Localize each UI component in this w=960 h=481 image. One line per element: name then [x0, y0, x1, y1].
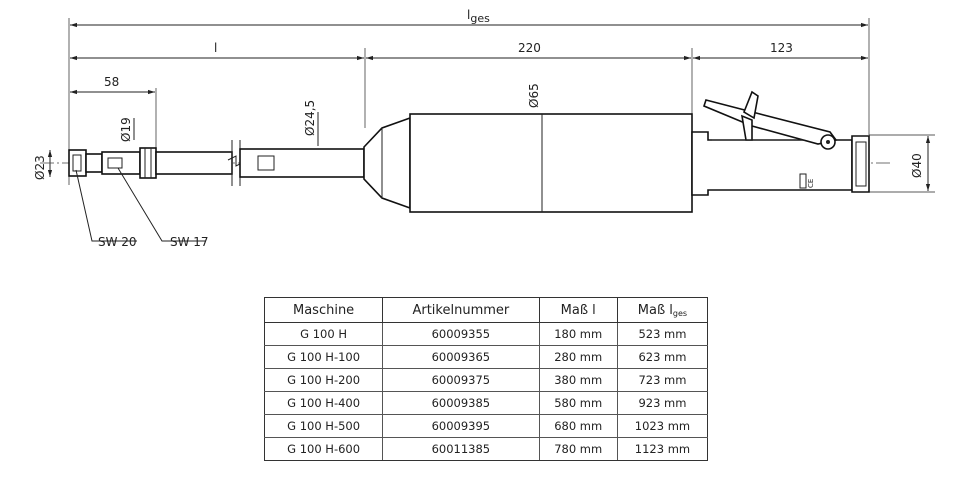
cell-machine: G 100 H-400 [263, 391, 384, 415]
cell-article: 60009355 [382, 322, 540, 346]
header-mass-l: Maß l [538, 297, 618, 323]
cell-l: 280 mm [538, 345, 618, 369]
dim-collet-length: 58 [104, 75, 119, 89]
label-sw20: SW 20 [98, 235, 137, 249]
cell-machine: G 100 H-500 [263, 414, 384, 438]
cell-l: 580 mm [538, 391, 618, 415]
cell-machine: G 100 H-100 [263, 345, 384, 369]
table-row: G 100 H 60009355 180 mm 523 mm [263, 322, 709, 346]
table-row: G 100 H-100 60009365 280 mm 623 mm [263, 345, 709, 369]
dim-dia-23: Ø23 [33, 155, 47, 180]
dim-body-length: 220 [518, 41, 541, 55]
table-row: G 100 H-500 60009395 680 mm 1023 mm [263, 414, 709, 438]
cell-article: 60009385 [382, 391, 540, 415]
cell-lges: 523 mm [616, 322, 709, 346]
label-sw17: SW 17 [170, 235, 209, 249]
dim-total-length: lges [467, 8, 490, 25]
cell-lges: 623 mm [616, 345, 709, 369]
cell-lges: 1123 mm [616, 437, 709, 461]
cell-machine: G 100 H-600 [263, 437, 384, 461]
dim-dia-65: Ø65 [527, 83, 541, 108]
cell-l: 780 mm [538, 437, 618, 461]
leader-lines [75, 167, 205, 242]
table-row: G 100 H-400 60009385 580 mm 923 mm [263, 391, 709, 415]
dim-shaft-length: l [214, 41, 217, 55]
cell-lges: 1023 mm [616, 414, 709, 438]
header-article: Artikelnummer [382, 297, 540, 323]
cell-l: 180 mm [538, 322, 618, 346]
header-machine: Maschine [263, 297, 384, 323]
dim-dia-24-5: Ø24,5 [303, 100, 317, 136]
cell-l: 380 mm [538, 368, 618, 392]
spec-table: Maschine Artikelnummer Maß l Maß lges G … [263, 297, 709, 461]
cell-article: 60009395 [382, 414, 540, 438]
cell-l: 680 mm [538, 414, 618, 438]
cell-lges: 923 mm [616, 391, 709, 415]
table-header-row: Maschine Artikelnummer Maß l Maß lges [263, 297, 709, 323]
dim-dia-40: Ø40 [910, 153, 924, 178]
ce-mark: CE [807, 179, 815, 188]
cell-article: 60011385 [382, 437, 540, 461]
technical-drawing: lges l 220 123 58 Ø23 Ø19 Ø24,5 Ø65 Ø40 [33, 8, 935, 249]
dim-rear-length: 123 [770, 41, 793, 55]
cell-article: 60009365 [382, 345, 540, 369]
cell-machine: G 100 H-200 [263, 368, 384, 392]
table-row: G 100 H-600 60011385 780 mm 1123 mm [263, 437, 709, 461]
header-mass-lges: Maß lges [616, 297, 709, 323]
table-row: G 100 H-200 60009375 380 mm 723 mm [263, 368, 709, 392]
tool-outline [68, 90, 870, 213]
cell-machine: G 100 H [263, 322, 384, 346]
dim-dia-19: Ø19 [119, 117, 133, 142]
cell-lges: 723 mm [616, 368, 709, 392]
cell-article: 60009375 [382, 368, 540, 392]
